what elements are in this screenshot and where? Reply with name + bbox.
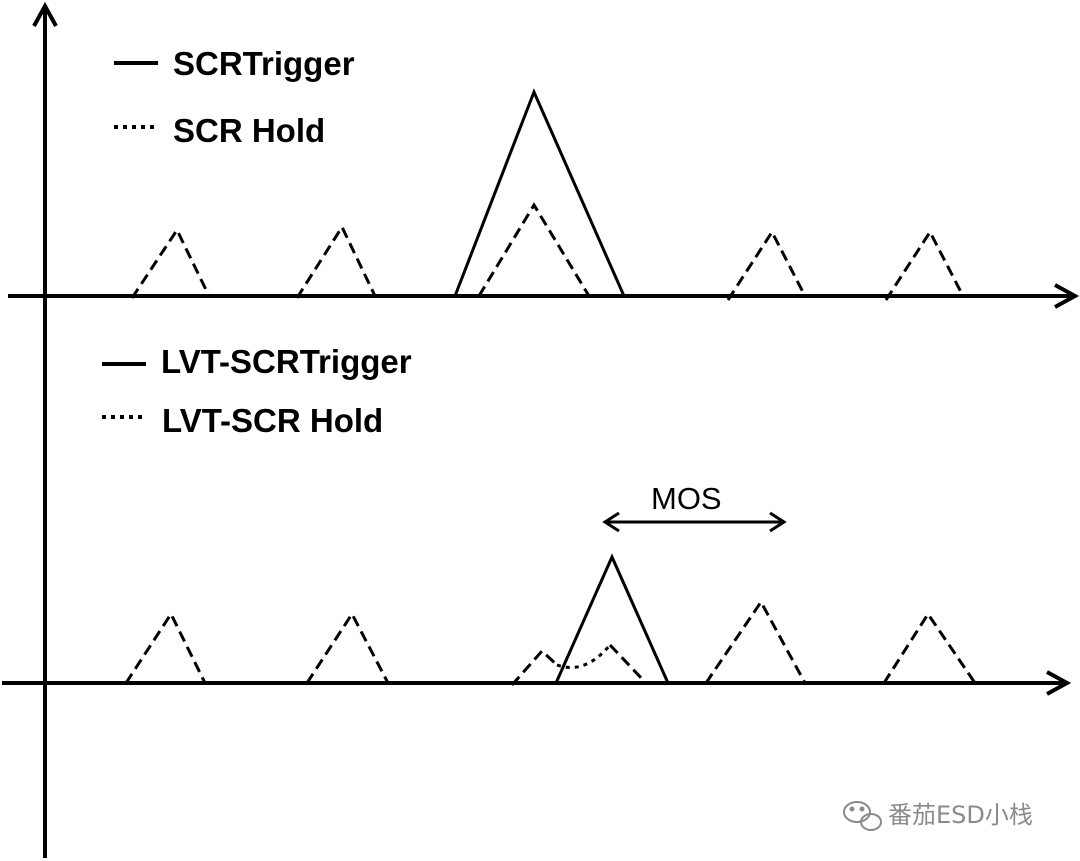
hold-pulse (305, 611, 390, 684)
mos-hold-curve (556, 644, 612, 669)
mos-label: MOS (651, 481, 722, 516)
hold-pulse (882, 611, 977, 684)
trigger-pulse (453, 88, 626, 297)
top-legend: SCRTrigger SCR Hold (114, 45, 355, 149)
hold-pulse (124, 610, 207, 684)
hold-pulse (477, 202, 591, 297)
watermark: 番茄ESD小栈 (843, 801, 1033, 831)
mos-arrowhead-left (602, 511, 620, 533)
wechat-icon (843, 801, 882, 831)
trigger-pulse (554, 553, 670, 684)
hold-pulse (608, 643, 648, 685)
hold-pulse (884, 229, 965, 301)
legend-label-scr-trigger: SCRTrigger (173, 45, 355, 82)
hold-pulse (130, 226, 211, 299)
top-x-axis-arrowhead (1054, 283, 1080, 309)
legend-label-scr-hold: SCR Hold (173, 112, 325, 149)
bottom-pulses (124, 553, 977, 686)
hold-pulse (726, 229, 807, 301)
top-pulses (130, 88, 965, 301)
legend-label-lvt-scr-hold: LVT-SCR Hold (162, 402, 383, 439)
bottom-x-axis-arrowhead (1046, 670, 1072, 696)
mos-annotation: MOS (602, 481, 787, 533)
bottom-legend: LVT-SCRTrigger LVT-SCR Hold (102, 343, 412, 439)
mos-arrowhead-right (769, 511, 787, 533)
hold-pulse (295, 223, 377, 299)
watermark-text: 番茄ESD小栈 (888, 801, 1033, 829)
hold-pulse (510, 648, 559, 686)
y-axis-arrowhead (32, 1, 58, 27)
hold-pulse (704, 599, 807, 684)
legend-label-lvt-scr-trigger: LVT-SCRTrigger (161, 343, 412, 380)
